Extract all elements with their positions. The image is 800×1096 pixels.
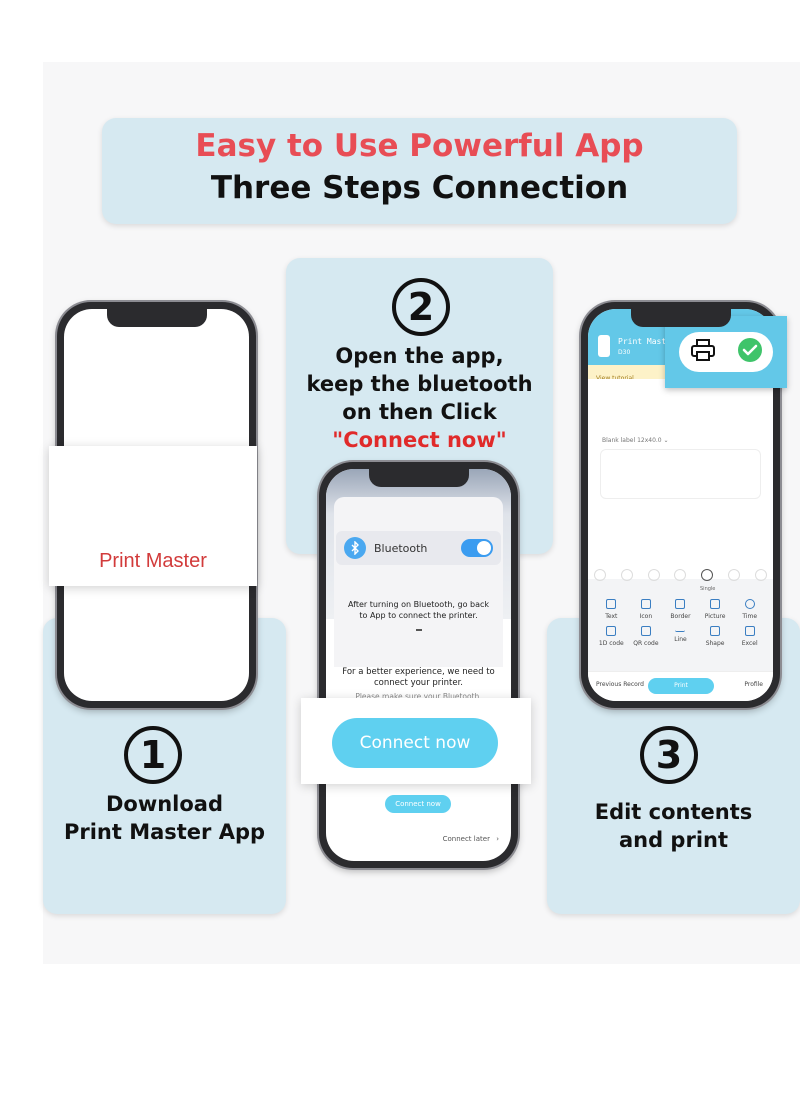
tool-label: QR code	[633, 640, 659, 647]
page-indicator	[415, 629, 422, 631]
step-1-description: Download Print Master App	[43, 790, 286, 846]
app-name-card: Print Master	[49, 446, 257, 586]
device-subtitle: D30	[618, 349, 631, 356]
step-2-line-1: Open the app,	[335, 344, 504, 368]
bluetooth-sheet	[334, 497, 503, 667]
step-3-line-2: and print	[618, 828, 729, 852]
nav-print-button[interactable]: Print	[648, 678, 714, 694]
connect-now-card: Connect now	[301, 698, 531, 784]
chevron-right-icon: ›	[496, 835, 499, 843]
header-banner: Easy to Use Powerful App Three Steps Con…	[102, 118, 737, 224]
tool-picture[interactable]: Picture	[698, 599, 733, 620]
tool-shape[interactable]: Shape	[698, 626, 733, 647]
tool-1d-code[interactable]: 1D code	[594, 626, 629, 647]
step-1-line-1: Download	[105, 792, 224, 816]
tool-label: Line	[674, 636, 687, 643]
tool-time[interactable]: Time	[732, 599, 767, 620]
bluetooth-toggle[interactable]	[461, 539, 493, 557]
tool-circle-icon[interactable]	[674, 569, 687, 581]
tool-label: Shape	[705, 640, 725, 647]
headline-primary: Easy to Use Powerful App	[195, 128, 644, 164]
tool-circle-icon[interactable]	[728, 569, 741, 581]
phone-1-notch	[106, 309, 207, 327]
tool-label: 1D code	[598, 640, 624, 647]
phone-3: Print Mast D30 View tutorial Blank label…	[581, 302, 780, 708]
connect-now-small-button[interactable]: Connect now	[385, 795, 451, 813]
chevron-down-icon: ⌄	[663, 437, 669, 444]
shape-icon	[710, 626, 721, 636]
tool-label: Border	[670, 613, 691, 620]
text-icon	[606, 599, 617, 609]
app-name-label: Print Master	[99, 550, 207, 572]
phone-3-notch	[630, 309, 731, 327]
tool-label: Picture	[704, 613, 726, 620]
bottom-nav: Previous Record Print Profile	[588, 671, 773, 701]
tool-qr-code[interactable]: QR code	[629, 626, 664, 647]
step-2-description: Open the app, keep the bluetooth on then…	[286, 342, 553, 454]
printer-thumbnail	[598, 335, 610, 357]
tool-circle-icon[interactable]	[620, 569, 633, 581]
app-title: Print Mast	[618, 337, 667, 346]
label-select[interactable]: Blank label 12x40.0 ⌄	[602, 437, 669, 444]
nav-previous-record[interactable]: Previous Record	[596, 681, 644, 688]
top-toolbar	[594, 569, 767, 587]
connect-later-link[interactable]: Connect later ›	[443, 835, 499, 843]
single-tool-label: Single	[700, 586, 716, 592]
tool-circle-icon[interactable]	[594, 569, 606, 581]
table-icon	[744, 626, 755, 636]
step-1-number: 1	[124, 726, 182, 784]
tool-icon[interactable]: Icon	[629, 599, 664, 620]
clock-icon	[744, 599, 755, 609]
headline-secondary: Three Steps Connection	[210, 170, 629, 206]
tool-border[interactable]: Border	[663, 599, 698, 620]
printer-status-pill	[679, 332, 773, 372]
tool-text[interactable]: Text	[594, 599, 629, 620]
printer-icon	[690, 338, 716, 366]
label-select-value: Blank label 12x40.0	[602, 437, 662, 444]
step-1-line-2: Print Master App	[63, 820, 266, 844]
connect-now-button[interactable]: Connect now	[332, 718, 498, 768]
check-circle-icon	[737, 337, 763, 367]
printer-connected-card	[665, 316, 787, 388]
tool-label: Icon	[639, 613, 653, 620]
experience-line-2: connect your printer.	[373, 678, 464, 688]
step-2-highlight: "Connect now"	[332, 428, 507, 452]
step-2-line-2: keep the bluetooth	[306, 372, 533, 396]
picture-icon	[710, 599, 721, 609]
bluetooth-label: Bluetooth	[374, 541, 428, 555]
make-sure-text: Please make sure your Bluetooth,	[355, 692, 482, 701]
tool-line[interactable]: Line	[663, 626, 698, 647]
infographic-canvas: Easy to Use Powerful App Three Steps Con…	[43, 62, 800, 964]
border-icon	[675, 599, 686, 609]
step-3-line-1: Edit contents	[594, 800, 753, 824]
phone-2-notch	[368, 469, 469, 487]
phone-2: Bluetooth After turning on Bluetooth, go…	[319, 462, 518, 868]
phone-2-screen: Bluetooth After turning on Bluetooth, go…	[326, 469, 511, 861]
tutorial-label: View tutorial	[596, 375, 634, 382]
tool-label: Excel	[741, 640, 758, 647]
bluetooth-icon	[344, 537, 366, 559]
tool-circle-icon[interactable]	[754, 569, 767, 581]
tool-excel[interactable]: Excel	[732, 626, 767, 647]
bluetooth-row[interactable]: Bluetooth	[336, 531, 501, 565]
label-preview[interactable]	[600, 449, 761, 499]
emoji-icon	[640, 599, 651, 609]
qr-code-icon	[640, 626, 651, 636]
barcode-icon	[606, 626, 617, 636]
bluetooth-instruction: After turning on Bluetooth, go back to A…	[347, 600, 490, 620]
step-2-line-3: on then Click	[342, 400, 497, 424]
connect-later-label: Connect later	[442, 835, 490, 843]
step-3-description: Edit contents and print	[547, 798, 800, 854]
tool-circle-icon[interactable]	[647, 569, 660, 581]
nav-profile[interactable]: Profile	[744, 681, 763, 688]
step-3-number: 3	[640, 726, 698, 784]
tools-grid: Text Icon Border Picture Time 1D code QR…	[594, 599, 767, 647]
tool-label: Text	[605, 613, 618, 620]
experience-line-1: For a better experience, we need to	[342, 667, 495, 677]
line-icon	[675, 626, 686, 632]
single-select-icon[interactable]	[701, 569, 714, 581]
step-2-number: 2	[392, 278, 450, 336]
tool-label: Time	[742, 613, 758, 620]
